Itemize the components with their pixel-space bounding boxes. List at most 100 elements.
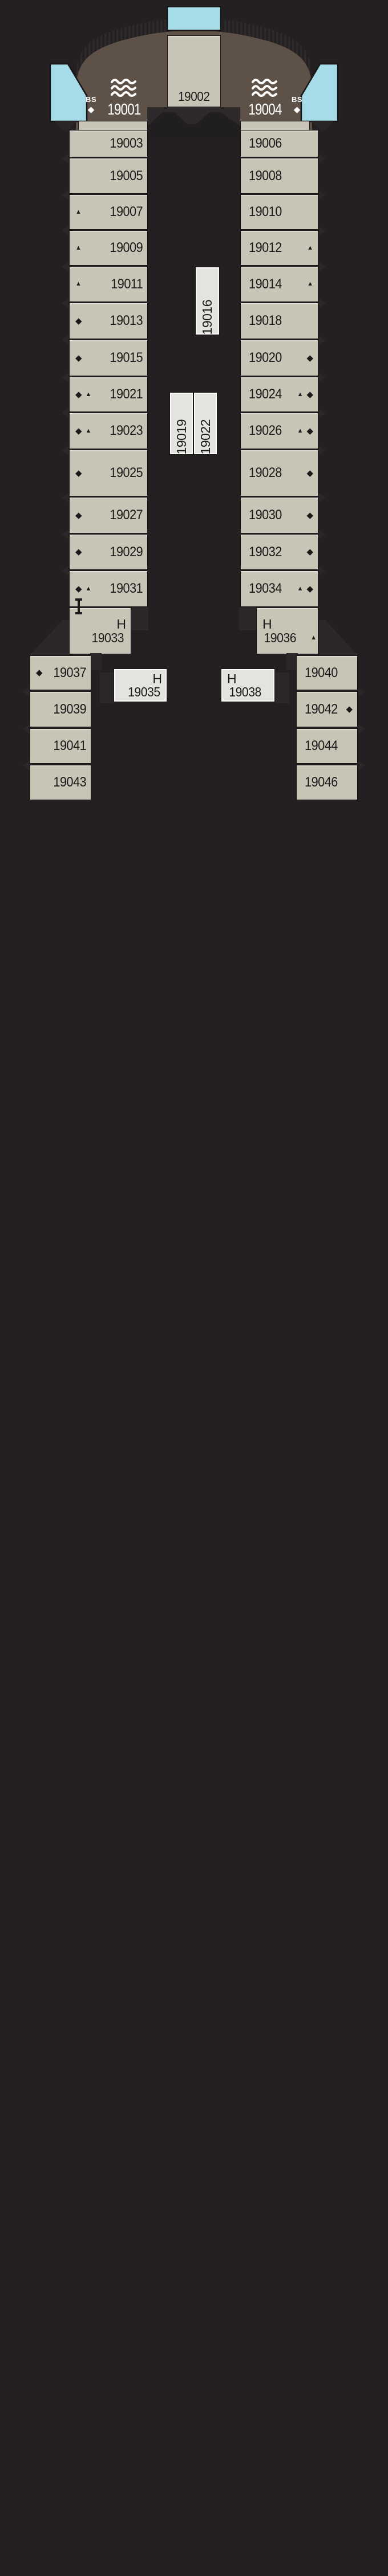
cabin-19026[interactable]: 19026▲◆	[240, 409, 326, 449]
cabin-19016[interactable]: 19016	[195, 267, 220, 335]
cabin-19036[interactable]: H 19036▲	[256, 608, 318, 654]
diamond-icon: ◆	[36, 668, 43, 678]
cabin-19034[interactable]: 19034▲◆	[240, 566, 326, 607]
diamond-icon: ◆	[75, 353, 82, 363]
cabin-19046[interactable]: 19046	[296, 761, 365, 800]
cabin-number: 19012	[249, 240, 282, 255]
cabin-19032[interactable]: 19032◆	[240, 530, 326, 570]
cabin-number: 19028	[249, 465, 282, 480]
cabin-number: 19036	[264, 630, 297, 645]
cabin-number: 19008	[249, 168, 282, 184]
cabin-number: 19006	[249, 136, 282, 151]
diamond-icon: ◆	[346, 704, 353, 714]
triangle-icon: ▲	[297, 390, 304, 398]
balcony-left	[49, 63, 88, 123]
cabin-19008[interactable]: 19008	[240, 154, 326, 194]
cabin-19023[interactable]: ◆▲ 19023	[62, 409, 148, 449]
triangle-icon: ▲	[85, 390, 92, 398]
diamond-icon: ◆	[306, 584, 313, 594]
diamond-icon: ◆	[87, 105, 95, 115]
cabin-number: 19023	[110, 423, 143, 438]
accessible-h-label: H	[227, 671, 237, 686]
deck-shadow	[90, 653, 102, 670]
triangle-icon: ▲	[297, 427, 304, 434]
cabin-number: 19043	[53, 775, 86, 790]
diamond-icon: ◆	[75, 426, 82, 436]
cabin-19018[interactable]: 19018	[240, 299, 326, 339]
cabin-19009[interactable]: ▲ 19009	[62, 226, 148, 266]
cabin-19005[interactable]: 19005	[62, 154, 148, 194]
triangle-icon: ▲	[75, 208, 82, 215]
deck-shadow	[319, 620, 358, 655]
cabin-19022[interactable]: 19022	[193, 392, 217, 455]
cabin-number: 19029	[110, 544, 143, 560]
cabin-19028[interactable]: 19028◆	[240, 446, 326, 496]
deck-notch-right	[311, 121, 334, 132]
cabin-number: 19011	[110, 276, 143, 292]
cabin-19011[interactable]: ▲19011	[62, 262, 148, 302]
diamond-icon: ◆	[293, 105, 301, 115]
cabin-19044[interactable]: 19044	[296, 724, 365, 764]
diamond-icon: ◆	[75, 547, 82, 557]
cabin-19012[interactable]: 19012 ▲	[240, 226, 326, 266]
cabin-19014[interactable]: 19014▲	[240, 262, 326, 302]
cabin-19010[interactable]: 19010	[240, 190, 326, 230]
cabin-19040[interactable]: 19040	[296, 655, 358, 690]
cabin-number: 19013	[110, 313, 143, 328]
deck-shadow	[100, 672, 114, 703]
diamond-icon: ◆	[75, 468, 82, 478]
cabin-19038[interactable]: H 19038	[221, 669, 275, 702]
cabin-19019[interactable]: 19019	[169, 392, 193, 455]
cabin-19021[interactable]: ◆▲19021	[62, 373, 148, 412]
cabin-number: 19035	[128, 684, 160, 699]
cabin-19020[interactable]: 19020◆	[240, 336, 326, 376]
cabin-19013[interactable]: ◆19013	[62, 299, 148, 339]
diamond-icon: ◆	[306, 426, 313, 436]
cabin-19039[interactable]: 19039	[22, 687, 91, 727]
triangle-icon: ▲	[307, 280, 313, 287]
cabin-19029[interactable]: ◆ 19029	[62, 530, 148, 570]
cabin-19004[interactable]: 19004 BS ◆	[239, 79, 302, 119]
diamond-icon: ◆	[75, 510, 82, 520]
cabin-19024[interactable]: 19024▲◆	[240, 373, 326, 412]
diamond-icon: ◆	[306, 510, 313, 520]
cabin-number: 19032	[249, 544, 282, 560]
triangle-icon: ▲	[75, 244, 82, 251]
cabin-19025[interactable]: ◆19025	[62, 446, 148, 496]
stairs-area	[147, 107, 240, 138]
cabin-19001[interactable]: BS ◆ 19001	[86, 79, 151, 119]
cabin-19015[interactable]: ◆19015	[62, 336, 148, 376]
bs-badge: BS ◆	[86, 95, 96, 119]
cabin-19007[interactable]: ▲19007	[62, 190, 148, 230]
cabin-number: 19001	[107, 100, 141, 118]
connecting-rooms-icon	[75, 598, 82, 614]
cabin-number: 19009	[110, 240, 143, 255]
cabin-19033[interactable]: H 19033	[69, 608, 131, 654]
cabin-19041[interactable]: 19041	[22, 724, 91, 764]
cabin-number: 19033	[91, 630, 124, 645]
cabin-19003[interactable]: 19003	[69, 130, 148, 157]
triangle-icon: ▲	[85, 427, 92, 434]
diamond-icon: ◆	[306, 353, 313, 363]
cabin-19030[interactable]: 19030 ◆	[240, 493, 326, 533]
triangle-icon: ▲	[85, 585, 92, 592]
cabin-19006[interactable]: 19006	[240, 130, 318, 157]
cabin-19042[interactable]: 19042◆	[296, 687, 365, 727]
bs-label: BS	[291, 95, 302, 104]
cabin-number: 19004	[248, 100, 282, 118]
cabin-19035[interactable]: H 19035	[114, 669, 167, 702]
cabin-19002[interactable]: 19002	[167, 35, 221, 107]
accessible-h-label: H	[152, 671, 162, 686]
cabin-number: 19030	[249, 507, 282, 523]
cabin-number: 19019	[173, 419, 189, 454]
cabin-number: 19041	[53, 738, 86, 753]
cabin-19043[interactable]: 19043	[22, 761, 91, 800]
suite-balcony-strip-right	[240, 121, 310, 131]
triangle-icon: ▲	[310, 634, 317, 641]
triangle-icon: ▲	[307, 244, 313, 251]
cabin-19027[interactable]: ◆19027	[62, 493, 148, 533]
cabin-19037[interactable]: ◆19037	[30, 655, 91, 690]
bs-label: BS	[86, 95, 97, 104]
cabin-19031[interactable]: ◆▲19031	[62, 566, 148, 607]
